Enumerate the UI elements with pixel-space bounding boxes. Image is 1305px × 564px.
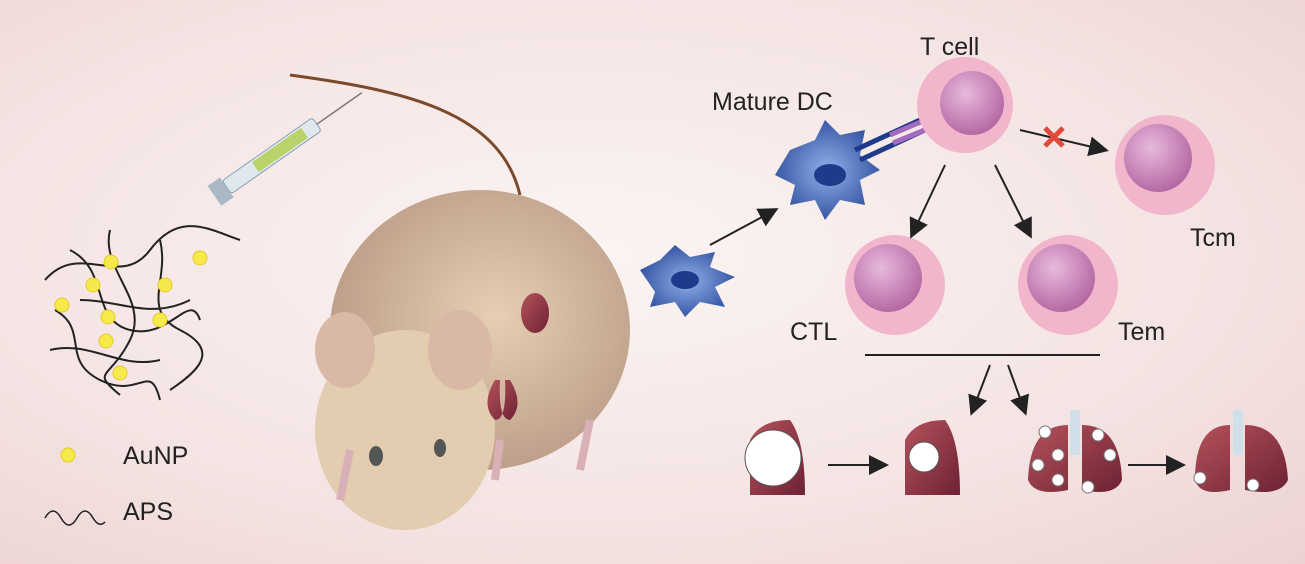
t-cell [917, 57, 1013, 153]
mouse-illustration [315, 190, 630, 530]
lungs-metastasis-after [1193, 410, 1288, 493]
aunp-particles [54, 250, 208, 381]
lungs-metastasis-before [1028, 410, 1122, 494]
aunp-legend-icon [60, 447, 76, 463]
arrow-maturation [709, 208, 779, 246]
immature-dc-cell [640, 245, 735, 317]
blocked-x-icon [1043, 126, 1065, 148]
arrow-to-tem [994, 164, 1032, 239]
tem-cell [1018, 235, 1118, 335]
syringe-icon [207, 92, 363, 206]
arrow-to-tcm [1019, 129, 1109, 157]
arrow-to-lungs [1007, 364, 1029, 416]
ctl-label: CTL [790, 318, 838, 346]
arrow-to-tumor [968, 364, 991, 416]
aps-legend-label: APS [123, 498, 174, 526]
mature-dc-cell [775, 115, 933, 220]
tumor-before [744, 420, 805, 495]
tcm-cell [1115, 115, 1215, 215]
ctl-cell [845, 235, 945, 335]
tumor-after [905, 420, 960, 495]
aunp-legend-label: AuNP [123, 442, 189, 470]
arrow-to-ctl [909, 164, 946, 239]
kidney-icon [521, 293, 549, 333]
tem-label: Tem [1118, 318, 1166, 346]
aps-legend-icon [44, 510, 106, 526]
tcm-label: Tcm [1190, 224, 1236, 252]
aps-polymer-network [44, 225, 241, 401]
t-cell-label: T cell [920, 33, 980, 61]
mature-dc-label: Mature DC [712, 88, 833, 116]
mouse-tail [289, 73, 522, 196]
lungs-icon [487, 380, 518, 420]
